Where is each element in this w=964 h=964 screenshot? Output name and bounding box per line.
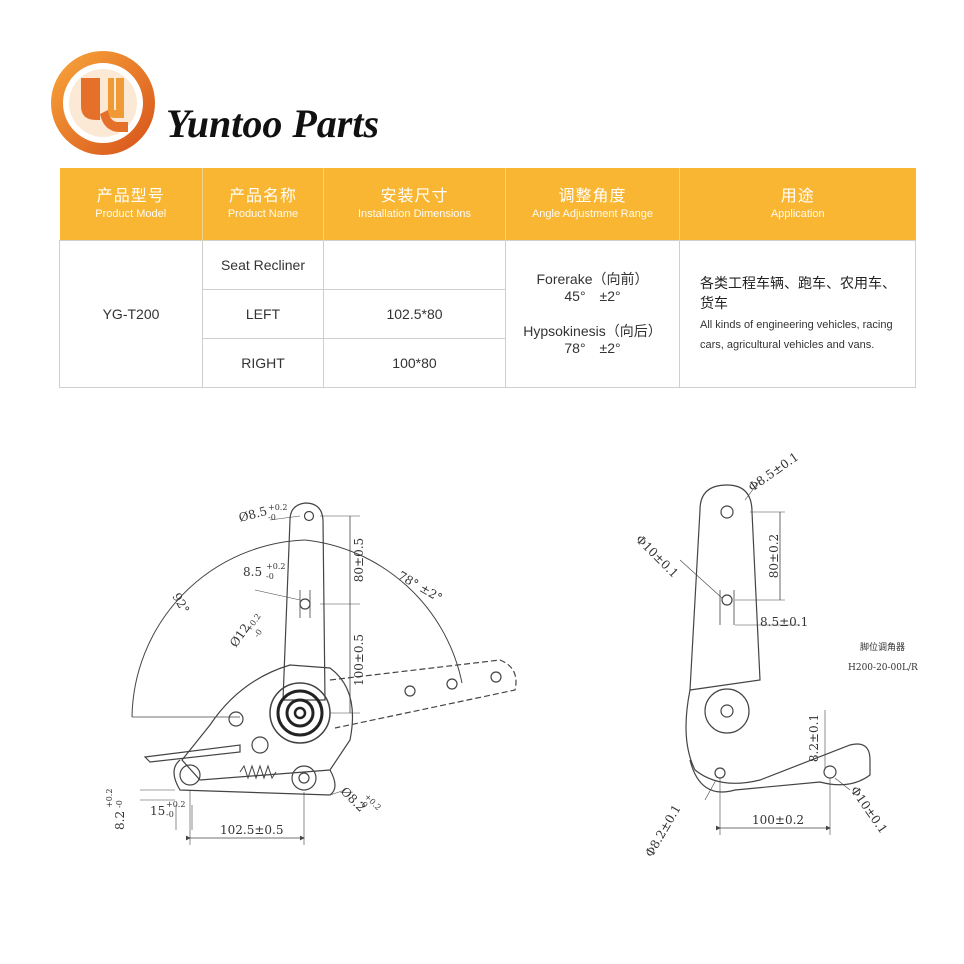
dim-label: 80±0.2: [767, 534, 781, 578]
dim-label: Φ8.5±0.1: [746, 450, 802, 495]
table-header-row: 产品型号 Product Model 产品名称 Product Name 安装尺…: [59, 168, 916, 241]
dim-label: 100±0.5: [352, 634, 366, 686]
header-zh: 产品型号: [96, 188, 165, 205]
header-en: Product Name: [227, 208, 299, 220]
application-zh: 各类工程车辆、跑车、农用车、货车: [700, 275, 896, 311]
header-application: 用途 Application: [679, 168, 916, 241]
dim-label: +0.2: [105, 789, 114, 808]
dim-label: -0: [252, 628, 264, 640]
dim-label: Φ8.2±0.1: [642, 802, 683, 859]
dim-label: +0.2: [268, 503, 287, 512]
dim-label: 8.5: [243, 565, 262, 579]
dim-label: 102.5±0.5: [220, 823, 284, 837]
dim-label: -0: [266, 572, 274, 581]
forerake-label: Forerake（向前）: [536, 271, 649, 287]
dimension-cell: 102.5*80: [323, 289, 506, 339]
right-drawing-labels: Φ8.5±0.1 Φ10±0.1 80±0.2 8.5±0.1 脚位调角器 H2…: [633, 450, 918, 860]
application-en: All kinds of engineering vehicles, racin…: [700, 319, 893, 351]
model-cell: YG-T200: [59, 240, 203, 388]
left-recliner-drawing: [131, 502, 517, 845]
yuntoo-logo-icon: [51, 51, 155, 155]
right-recliner-drawing: [679, 479, 871, 835]
part-number: H200-20-00L/R: [848, 663, 918, 673]
hypsokinesis-value: 78° ±2°: [564, 340, 621, 356]
spec-table: 产品型号 Product Model 产品名称 Product Name 安装尺…: [59, 168, 916, 388]
product-name-cell: LEFT: [202, 289, 324, 339]
technical-drawings: Ø8.5 +0.2 -0 8.5 +0.2 -0 Ø12 +0.2 -0 80±…: [105, 450, 918, 860]
dimension-cell: 100*80: [323, 338, 506, 388]
forerake-value: 45° ±2°: [564, 288, 621, 304]
dim-label: -0: [358, 798, 370, 810]
dimension-cell: [323, 240, 506, 290]
header-en: Application: [770, 208, 825, 220]
dim-label: 8.2: [113, 811, 127, 830]
header-zh: 用途: [780, 188, 815, 205]
dim-label: 15: [150, 804, 165, 818]
table-row: RIGHT 100*80: [60, 338, 916, 388]
brand-name: Yuntoo Parts: [166, 101, 380, 146]
dim-label: Ø8.5: [237, 504, 269, 525]
header-angle-range: 调整角度 Angle Adjustment Range: [505, 168, 680, 241]
dim-label: -0: [115, 800, 124, 808]
dim-label: 8.5±0.1: [760, 615, 808, 629]
table-row: LEFT 102.5*80: [60, 289, 916, 339]
header-en: Angle Adjustment Range: [531, 208, 654, 220]
dim-label: 8.2±0.1: [807, 714, 821, 762]
angle-cell: Forerake（向前） 45° ±2° Hypsokinesis（向后） 78…: [505, 240, 680, 388]
dim-label: +0.2: [266, 562, 285, 571]
table-row: YG-T200 Seat Recliner Forerake（向前） 45° ±…: [59, 240, 916, 388]
product-name-cell: RIGHT: [202, 338, 324, 388]
angle-label: 92°: [169, 591, 192, 616]
header-en: Product Model: [95, 208, 167, 220]
dim-label: 100±0.2: [752, 813, 804, 827]
dim-label: Φ10±0.1: [848, 784, 891, 836]
header-zh: 安装尺寸: [380, 188, 449, 205]
product-name-cell: Seat Recliner: [202, 240, 324, 290]
dim-label: +0.2: [166, 800, 185, 809]
brand-header: Yuntoo Parts: [48, 48, 568, 158]
header-zh: 调整角度: [558, 188, 627, 205]
header-installation-dimensions: 安装尺寸 Installation Dimensions: [323, 168, 506, 241]
header-zh: 产品名称: [228, 188, 297, 205]
dim-label: -0: [166, 810, 174, 819]
dim-label: Φ10±0.1: [633, 532, 681, 580]
header-product-model: 产品型号 Product Model: [59, 168, 203, 241]
dim-label: -0: [268, 513, 276, 522]
application-cell: 各类工程车辆、跑车、农用车、货车 All kinds of engineerin…: [679, 240, 916, 388]
drawing-title: 脚位调角器: [860, 641, 905, 653]
header-product-name: 产品名称 Product Name: [202, 168, 324, 241]
hypsokinesis-label: Hypsokinesis（向后）: [523, 323, 662, 339]
header-en: Installation Dimensions: [357, 208, 472, 220]
dim-label: 80±0.5: [352, 538, 366, 582]
